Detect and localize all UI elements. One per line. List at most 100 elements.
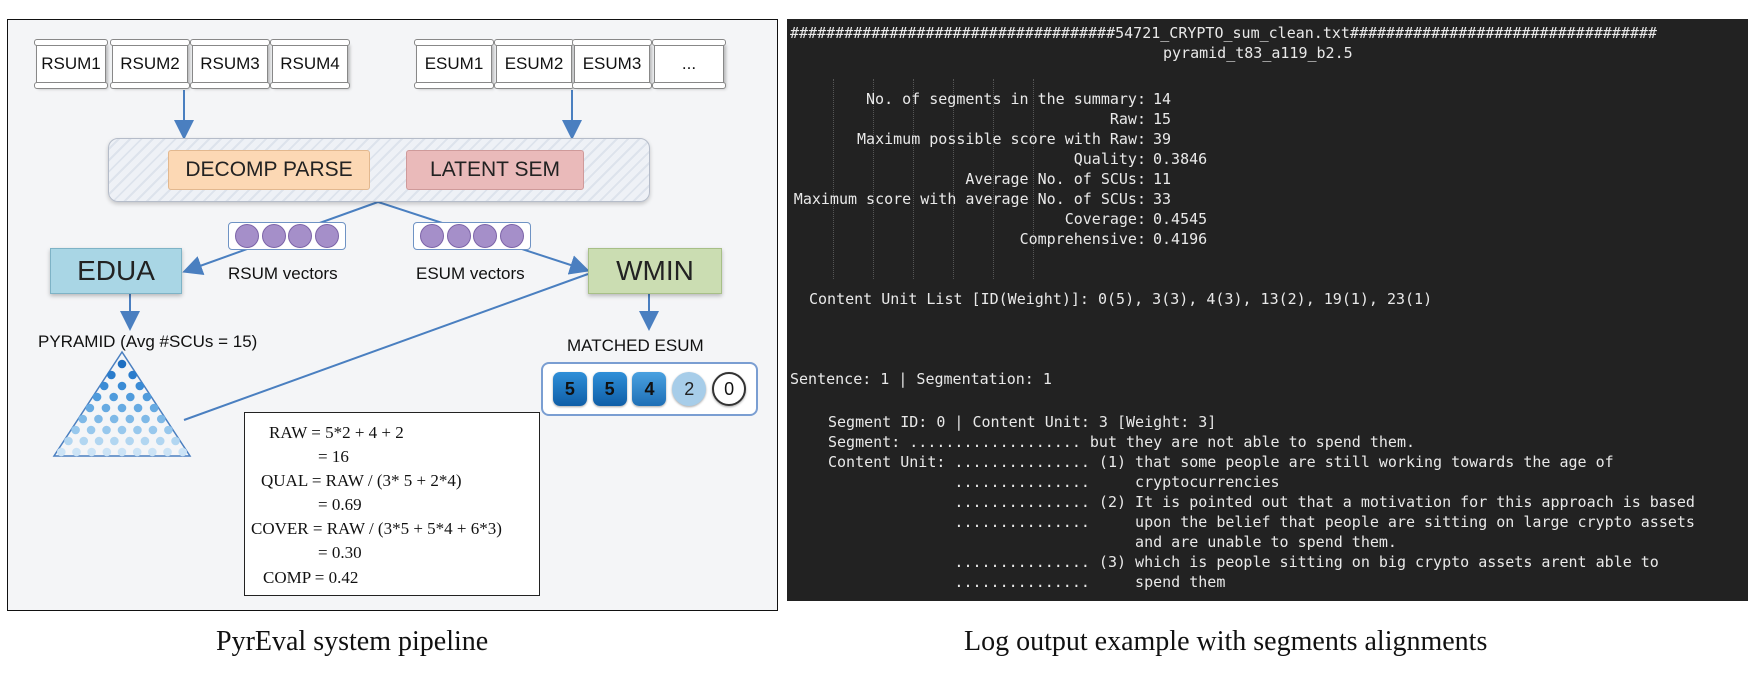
formula-line: COMP = 0.42	[263, 568, 359, 587]
content-unit-list: Content Unit List [ID(Weight)]: 0(5), 3(…	[809, 290, 1433, 308]
pyramid-scu-dot	[178, 447, 187, 457]
rsum-vector-cells	[228, 222, 346, 250]
stat-value: 15	[1153, 110, 1172, 128]
esum-vector-cells	[413, 222, 531, 250]
vector-cell	[234, 224, 259, 248]
pyramid-scu-dot	[86, 425, 96, 435]
stat-label: Maximum score with average No. of SCUs:	[793, 190, 1146, 208]
pyramid-scu-dot	[128, 370, 137, 380]
esum-doc-more: ...	[652, 39, 726, 89]
pyramid-scu-dot	[92, 392, 102, 402]
rsum-doc-3: RSUM3	[190, 39, 270, 89]
pyramid-scu-dot	[156, 414, 166, 424]
pyramid-scu-dot	[94, 414, 103, 424]
log-subheader: pyramid_t83_a119_b2.5	[1163, 44, 1353, 62]
pyramid-scu-dot	[125, 414, 135, 424]
stat-value: 0.4545	[1153, 210, 1208, 228]
segment-line: Segment: ................... but they ar…	[828, 433, 1415, 451]
log-header: ####################################5472…	[790, 24, 1657, 42]
matched-esum-label: MATCHED ESUM	[567, 336, 704, 355]
pyramid-scu-dot	[109, 414, 119, 424]
stat-label: Coverage:	[1064, 210, 1146, 228]
stat-value: 14	[1153, 90, 1172, 108]
content-unit-line: ............... upon the belief that peo…	[828, 513, 1695, 531]
vector-cell	[288, 224, 313, 248]
pyramid-scu-dot	[126, 392, 135, 402]
pyramid-scu-dot	[99, 381, 109, 391]
vector-cell	[419, 224, 444, 248]
pyramid-scu-dot	[142, 392, 152, 402]
pyramid-scu-dot	[87, 447, 96, 457]
stat-value: 11	[1153, 170, 1172, 188]
sentence-line: Sentence: 1 | Segmentation: 1	[790, 370, 1052, 388]
pyramid-scu-dot	[57, 447, 66, 457]
score-cell: 2	[672, 372, 707, 406]
score-formulas: RAW = 5*2 + 4 + 2 = 16 QUAL = RAW / (3* …	[244, 412, 540, 596]
pyramid-scu-dot	[148, 425, 158, 435]
pyramid-scu-dot	[64, 436, 73, 446]
pyramid-scu-dot	[78, 414, 88, 424]
edua-label: EDUA	[77, 255, 155, 286]
vector-cell	[500, 224, 525, 248]
stat-label: Comprehensive:	[1019, 230, 1146, 248]
wmin-label: WMIN	[616, 255, 694, 286]
vector-cell	[261, 224, 286, 248]
formula-line: = 0.30	[318, 543, 362, 562]
stat-label: Average No. of SCUs:	[965, 170, 1146, 188]
formula-line: QUAL = RAW / (3* 5 + 2*4)	[261, 471, 462, 490]
pyramid-scu-dot	[94, 436, 104, 446]
formula-line: = 16	[318, 447, 349, 466]
stat-label: Maximum possible score with Raw:	[857, 130, 1146, 148]
pyramid-scu-dot	[155, 436, 165, 446]
formula-line: = 0.69	[318, 495, 362, 514]
right-caption: Log output example with segments alignme…	[964, 626, 1488, 657]
latent-sem-label: LATENT SEM	[430, 158, 560, 181]
pyramid-scu-dot	[164, 425, 173, 435]
pyramid-scu-dot	[85, 403, 95, 413]
content-unit-line: and are unable to spend them.	[828, 533, 1397, 551]
pyramid-scu-dot	[71, 425, 80, 435]
edua-box: EDUA	[50, 248, 182, 294]
esum-doc-1: ESUM1	[414, 39, 494, 89]
formula-line: RAW = 5*2 + 4 + 2	[269, 423, 404, 442]
decomp-parse-box: DECOMP PARSE	[168, 150, 370, 190]
pyramid-scu-dot	[135, 381, 145, 391]
latent-sem-box: LATENT SEM	[406, 150, 584, 190]
stat-value: 33	[1153, 190, 1172, 208]
vector-cell	[446, 224, 471, 248]
pyramid-scu-dot	[125, 436, 134, 446]
rsum-doc-4: RSUM4	[270, 39, 350, 89]
pyramid-scu-dot	[148, 447, 157, 457]
rsum-vectors-label: RSUM vectors	[228, 264, 338, 283]
stat-value: 0.4196	[1153, 230, 1208, 248]
score-cell: 4	[632, 372, 667, 406]
stat-label: Raw:	[1109, 110, 1146, 128]
score-cell: 5	[592, 372, 627, 406]
wmin-box: WMIN	[588, 248, 722, 294]
score-cell: 0	[712, 372, 747, 406]
content-unit-line: ............... (3) which is people sitt…	[828, 553, 1659, 571]
esum-doc-2: ESUM2	[494, 39, 574, 89]
pyramid-scu-dot	[102, 425, 111, 435]
vector-cell	[473, 224, 498, 248]
content-unit-line: ............... (2) It is pointed out th…	[828, 493, 1695, 511]
formula-line: COVER = RAW / (3*5 + 5*4 + 6*3)	[251, 519, 502, 538]
pyramid-scu-dot	[117, 381, 127, 391]
pyramid-scu-dot	[117, 403, 127, 413]
rsum-doc-2: RSUM2	[110, 39, 190, 89]
pyramid-scu-dot	[141, 414, 150, 424]
pyramid-scu-dot	[117, 425, 127, 435]
pyramid-scu-dot	[101, 403, 111, 413]
pyramid-scu-dot	[133, 403, 143, 413]
esum-vectors-label: ESUM vectors	[416, 264, 525, 283]
segment-id-line: Segment ID: 0 | Content Unit: 3 [Weight:…	[828, 413, 1217, 431]
pyramid-scu-dot	[117, 447, 127, 457]
pyramid-scu-dot	[140, 436, 150, 446]
esum-doc-3: ESUM3	[572, 39, 652, 89]
pyramid-scu-dot	[102, 447, 112, 457]
pyramid-scu-dot	[132, 447, 142, 457]
decomp-parse-label: DECOMP PARSE	[185, 158, 353, 181]
content-unit-line: ...............	[828, 473, 1090, 491]
pyramid-label: PYRAMID (Avg #SCUs = 15)	[38, 332, 258, 351]
pyramid-scu-dot	[110, 436, 119, 446]
